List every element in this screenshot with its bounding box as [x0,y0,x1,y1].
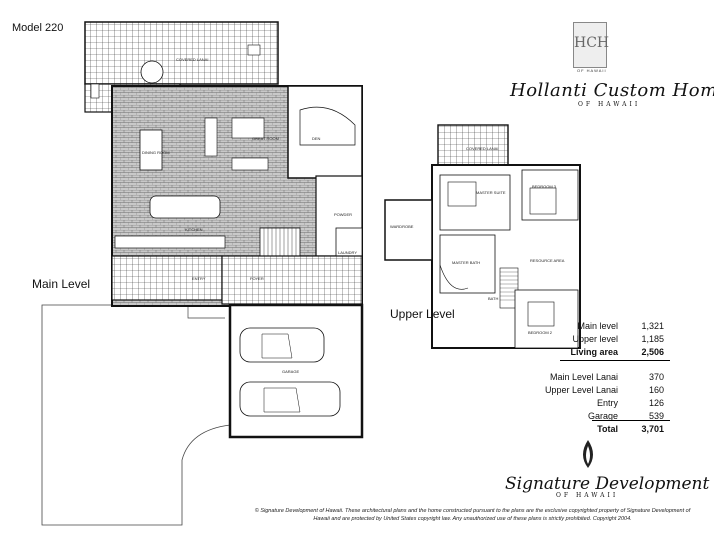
room-label-bath: BATH [488,296,499,301]
room-label-garage: GARAGE [282,369,300,374]
developer-name: Signature Development [505,474,710,494]
wardrobe [384,199,433,261]
car-1 [239,327,325,363]
copyright-notice: © Signature Development of Hawaii. These… [254,508,691,522]
main-level-label: Main Level [32,277,91,291]
room-label-powder: POWDER [334,212,352,217]
room-label-master-suite: MASTER SUITE [476,190,506,195]
developer-subtitle: OF HAWAII [556,492,619,499]
room-label-den: DEN [312,136,321,141]
site-outline [41,304,231,526]
room-label-bedroom-2: BEDROOM 2 [528,330,553,335]
upper-level-plan [384,124,581,349]
upper-level-label: Upper Level [390,307,455,321]
main-covered-lanai [84,21,279,85]
room-label-covered-lanai: COVERED LANAI [176,57,209,62]
room-label-bedroom-3: BEDROOM 3 [532,184,557,189]
room-label-laundry: LAUNDRY [338,250,358,255]
room-label-resource-area: RESOURCE AREA [530,258,565,263]
room-label-dining-room: DINING ROOM [142,150,170,155]
hch-monogram-logo: HCH [573,22,609,68]
entry [111,255,223,301]
upper-covered-lanai [437,124,509,166]
upper-room-label-covered-lanai: COVERED LANAI [466,146,499,151]
main-level-plan [41,21,364,526]
builder-subtitle: OF HAWAII [578,101,641,108]
room-label-kitchen: KITCHEN [185,227,203,232]
room-label-foyer: FOYER [250,276,264,281]
room-label-great-room: GREAT ROOM [252,136,279,141]
room-label-entry: ENTRY [192,276,206,281]
divider [592,420,670,421]
builder-name: Hollanti Custom Homes [510,80,714,101]
foyer [221,255,363,305]
room-label-wardrobe: WARDROBE [390,224,414,229]
room-label-master-bath: MASTER BATH [452,260,481,265]
car-2 [239,381,341,417]
monogram-subtitle: OF HAWAII [577,68,607,73]
divider [560,360,670,361]
model-title: Model 220 [12,22,64,34]
